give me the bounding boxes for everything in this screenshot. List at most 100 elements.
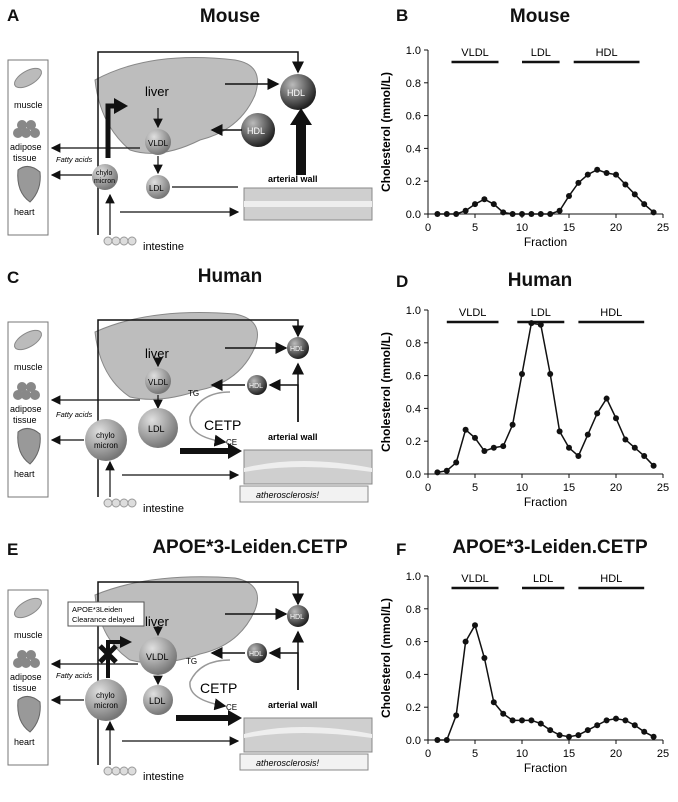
data-point xyxy=(443,737,450,743)
data-point xyxy=(481,196,488,203)
y-tick-label: 0.6 xyxy=(406,111,421,123)
tissue-label: tissue xyxy=(13,415,37,425)
tissue-label: tissue xyxy=(13,153,37,163)
data-point xyxy=(519,370,525,377)
ldl-particle xyxy=(143,685,173,715)
hdl-nascent-label: HDL xyxy=(247,126,265,136)
tissue-box xyxy=(7,321,49,498)
adipose-label: adipose xyxy=(10,404,42,414)
data-point xyxy=(528,211,535,217)
x-tick-label: 5 xyxy=(472,482,478,494)
atherosclerosis-box xyxy=(239,753,369,771)
data-point xyxy=(500,209,507,216)
data-point xyxy=(509,421,516,428)
chylo-label-1: chylo xyxy=(96,431,115,440)
data-point xyxy=(556,428,563,435)
thick-arrow-hdl xyxy=(290,108,312,175)
intestine-icon xyxy=(103,498,137,508)
arterial-wall-label: arterial wall xyxy=(268,700,318,710)
data-point xyxy=(594,410,601,417)
ldl-label: LDL xyxy=(149,184,164,193)
panel-letter-e: E xyxy=(7,540,19,559)
y-tick-label: 1.0 xyxy=(406,571,421,583)
blocked-cross-icon xyxy=(98,644,118,664)
x-tick-label: 10 xyxy=(516,222,528,234)
y-axis-label: Cholesterol (mmol/L) xyxy=(379,598,393,718)
ce-label: CE xyxy=(226,703,237,712)
data-point xyxy=(631,191,638,198)
data-point xyxy=(603,395,610,402)
data-point xyxy=(547,370,554,377)
muscle-icon xyxy=(14,67,42,89)
arterial-wall-label: arterial wall xyxy=(268,174,318,184)
data-point xyxy=(472,434,478,441)
data-point xyxy=(613,415,619,422)
y-tick-label: 0.8 xyxy=(406,78,421,90)
data-point xyxy=(453,211,460,217)
hdl-nascent-particle xyxy=(247,375,267,395)
muscle-label: muscle xyxy=(14,100,43,110)
adipose-label: adipose xyxy=(10,142,42,152)
y-tick-label: 0.0 xyxy=(406,209,421,221)
y-tick-label: 1.0 xyxy=(406,45,421,57)
intestine-label: intestine xyxy=(143,771,184,783)
data-point xyxy=(490,444,497,451)
x-tick-label: 0 xyxy=(425,222,431,234)
data-point xyxy=(472,622,478,629)
vldl-particle xyxy=(145,129,171,155)
data-point xyxy=(537,321,544,328)
data-point xyxy=(622,181,629,188)
data-point xyxy=(462,207,469,214)
data-point xyxy=(641,201,648,208)
chylo-label-1: chylo xyxy=(96,170,112,177)
region-label-ldl: LDL xyxy=(531,307,551,319)
panel-title-a: Mouse xyxy=(199,6,261,27)
x-axis-label: Fraction xyxy=(524,495,567,509)
y-tick-label: 0.2 xyxy=(406,176,421,188)
x-tick-label: 25 xyxy=(657,482,669,494)
muscle-label: muscle xyxy=(14,362,43,372)
x-tick-label: 20 xyxy=(610,222,622,234)
x-tick-label: 0 xyxy=(425,482,431,494)
liver-label: liver xyxy=(145,614,170,629)
panel-title-c: Human xyxy=(197,266,263,287)
hdl-nascent-particle xyxy=(241,113,275,147)
data-point xyxy=(500,443,507,450)
atherosclerosis-label: atherosclerosis! xyxy=(256,490,320,500)
heart-label: heart xyxy=(14,469,35,479)
data-point xyxy=(462,638,469,645)
tissue-box xyxy=(7,589,49,766)
panel-title-d: Human xyxy=(507,270,573,291)
data-point xyxy=(434,469,441,476)
panel-letter-b: B xyxy=(396,6,409,25)
cetp-arc xyxy=(189,391,231,447)
chylo-label-1: chylo xyxy=(96,691,115,700)
y-tick-label: 0.6 xyxy=(406,371,421,383)
data-point xyxy=(641,452,648,459)
hdl-label: HDL xyxy=(290,614,304,621)
data-point xyxy=(584,431,591,438)
data-point xyxy=(575,732,582,739)
mouse-lipoprotein-diagram: muscle adipose tissue heart liver HDL HD… xyxy=(7,51,373,253)
data-point xyxy=(453,712,460,719)
cholesterol-series-line xyxy=(437,168,655,215)
data-point xyxy=(556,732,563,739)
liver-label: liver xyxy=(145,346,170,361)
apoe-note-box xyxy=(67,601,145,627)
ldl-particle xyxy=(146,175,170,199)
cetp-label: CETP xyxy=(204,417,241,433)
panel-letter-c: C xyxy=(7,268,20,287)
x-tick-label: 20 xyxy=(610,482,622,494)
data-point xyxy=(547,211,554,217)
adipose-icon xyxy=(13,650,40,668)
data-point xyxy=(453,459,460,466)
hdl-label: HDL xyxy=(290,346,304,353)
data-point xyxy=(622,717,629,724)
fatty-acids-label: Fatty acids xyxy=(56,155,93,164)
data-point xyxy=(528,320,535,327)
y-tick-label: 0.4 xyxy=(406,403,421,415)
hdl-particle xyxy=(287,337,309,359)
chylo-label-2: micron xyxy=(94,701,118,710)
liver-shape xyxy=(94,576,258,664)
data-point xyxy=(566,733,572,740)
